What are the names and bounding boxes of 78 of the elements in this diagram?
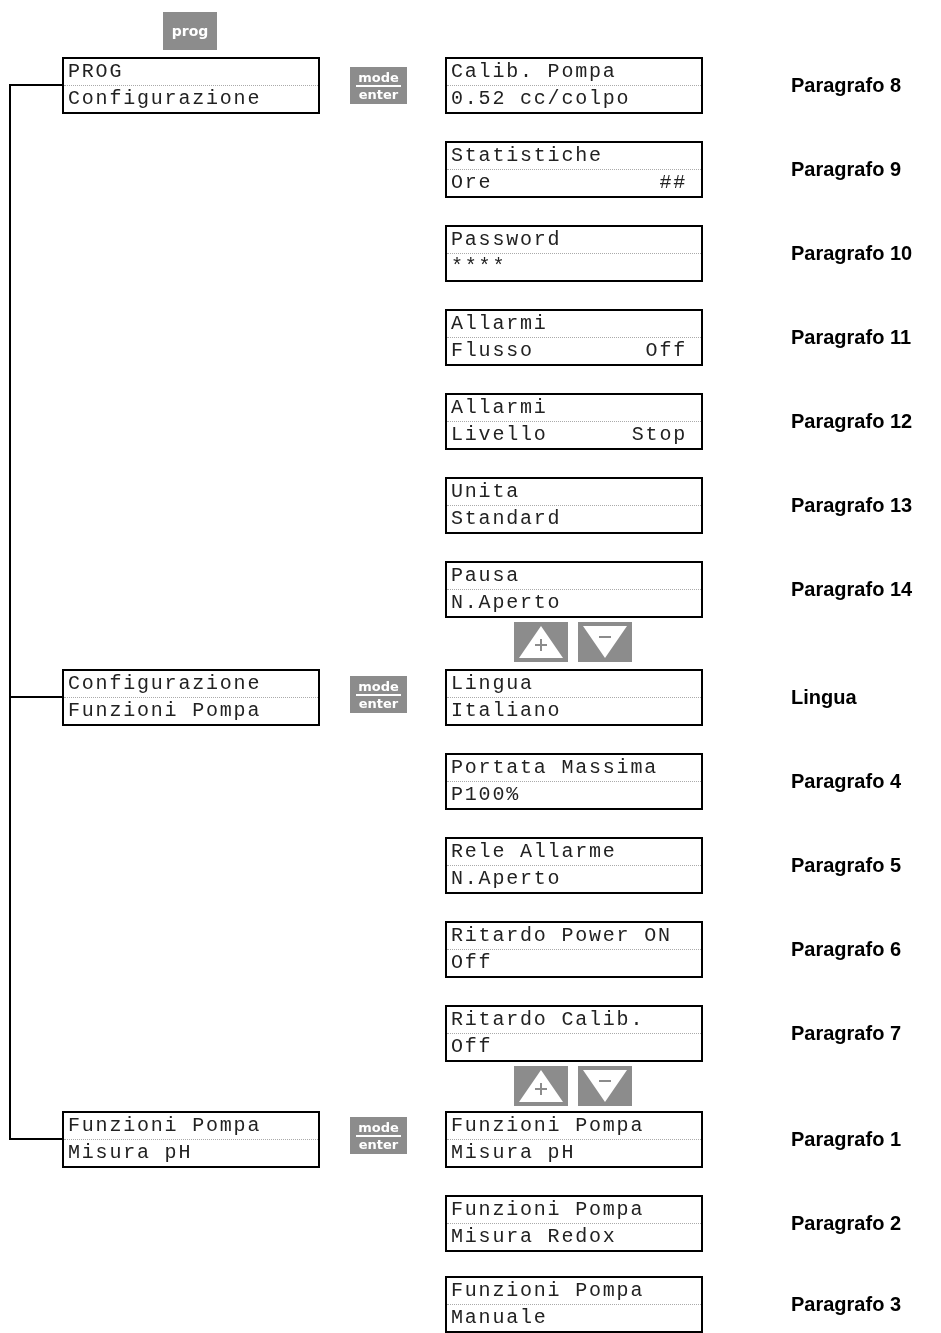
paragraph-reference: Paragrafo 10 [791,241,913,265]
display-box [445,561,703,618]
display-line: Statistiche [451,143,603,169]
display-box [445,393,703,450]
display-line: Funzioni Pompa [451,1197,645,1223]
paragraph-reference: Paragrafo 13 [791,493,913,517]
paragraph-reference: Paragrafo 2 [791,1211,902,1235]
display-box [445,1111,703,1168]
connector-line [9,84,63,698]
display-value: Configurazione [68,86,262,112]
display-box [62,1111,320,1168]
display-box [445,921,703,978]
paragraph-reference: Paragrafo 12 [791,409,913,433]
display-line: Allarmi [451,311,548,337]
paragraph-reference: Paragrafo 6 [791,937,902,961]
paragraph-reference: Paragrafo 4 [791,769,902,793]
display-value: Standard [451,506,562,532]
display-value: Off [645,338,687,364]
display-value: N.Aperto [451,590,562,616]
display-box [62,57,320,114]
display-line: Funzioni Pompa [68,1113,262,1139]
display-box [445,1276,703,1333]
display-value: Ore [451,170,493,196]
display-box [445,669,703,726]
display-box [445,753,703,810]
paragraph-reference: Paragrafo 11 [791,325,912,349]
connector-line [9,696,63,1140]
paragraph-reference: Paragrafo 5 [791,853,902,877]
display-value: Off [451,1034,493,1060]
display-value: Misura Redox [451,1224,617,1250]
display-line: Pausa [451,563,520,589]
display-line: Ritardo Power ON [451,923,672,949]
display-line: Calib. Pompa [451,59,617,85]
display-value: ## [659,170,687,196]
display-box [445,1005,703,1062]
display-box [445,225,703,282]
display-value: Italiano [451,698,562,724]
display-line: Rele Allarme [451,839,617,865]
display-value: Flusso [451,338,534,364]
display-box [445,1195,703,1252]
display-box [445,477,703,534]
display-value: N.Aperto [451,866,562,892]
display-line: Funzioni Pompa [451,1113,645,1139]
display-line: Password [451,227,562,253]
display-line: Ritardo Calib. [451,1007,645,1033]
display-line: Portata Massima [451,755,659,781]
display-value: P100% [451,782,520,808]
mode-enter-button: mode enter [350,67,407,104]
display-line: Unita [451,479,520,505]
display-value: Livello [451,422,548,448]
mode-enter-button: mode enter [350,1117,407,1154]
display-value: Stop [631,422,687,448]
display-value: Manuale [451,1305,548,1331]
display-line: PROG [68,59,124,85]
display-box [62,669,320,726]
display-value: **** [451,254,507,280]
paragraph-reference: Paragrafo 1 [791,1127,902,1151]
display-line: Lingua [451,671,534,697]
paragraph-reference: Paragrafo 9 [791,157,902,181]
paragraph-reference: Lingua [791,685,857,709]
display-box [445,141,703,198]
display-value: Off [451,950,493,976]
display-box [445,309,703,366]
display-value: Funzioni Pompa [68,698,262,724]
display-line: Funzioni Pompa [451,1278,645,1304]
display-box [445,57,703,114]
paragraph-reference: Paragrafo 7 [791,1021,902,1045]
mode-enter-button: mode enter [350,676,407,713]
paragraph-reference: Paragrafo 8 [791,73,902,97]
display-box [445,837,703,894]
display-value: Misura pH [68,1140,193,1166]
display-line: Allarmi [451,395,548,421]
display-line: Configurazione [68,671,262,697]
display-value: Misura pH [451,1140,576,1166]
paragraph-reference: Paragrafo 3 [791,1292,902,1316]
display-value: 0.52 cc/colpo [451,86,631,112]
paragraph-reference: Paragrafo 14 [791,577,913,601]
prog-button: prog [163,12,217,50]
